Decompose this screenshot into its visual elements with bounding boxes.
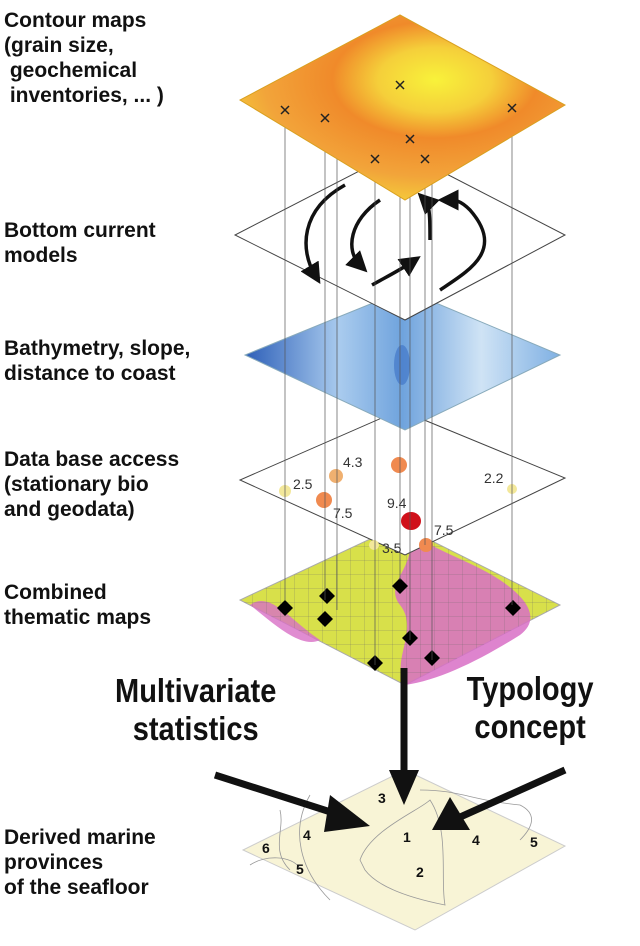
- station-value: 9.4: [387, 495, 407, 511]
- method-arrows: [213, 668, 567, 832]
- contour-layer: [238, 14, 567, 201]
- province-numbers: 3 1 4 6 5 4 5 2: [262, 790, 538, 880]
- derived-provinces-layer: 3 1 4 6 5 4 5 2: [241, 769, 567, 931]
- label-database-access: Data base access (stationary bio and geo…: [4, 448, 180, 521]
- province-number: 4: [303, 827, 311, 843]
- province-number: 2: [416, 864, 424, 880]
- label-multivariate-statistics: Multivariate statistics: [115, 672, 277, 747]
- bathymetry-layer: [243, 289, 562, 431]
- province-number: 5: [296, 861, 304, 877]
- station-value: 7.5: [333, 505, 353, 521]
- label-contour-maps: Contour maps (grain size, geochemical in…: [4, 9, 164, 107]
- combined-markers: [277, 578, 521, 671]
- station-value: 4.3: [343, 454, 363, 470]
- province-number: 3: [378, 790, 386, 806]
- station-value: 2.2: [484, 470, 504, 486]
- sample-markers: [280, 80, 517, 164]
- label-combined-maps: Combined thematic maps: [4, 581, 152, 629]
- station-value: 3.5: [382, 540, 402, 556]
- label-bathymetry: Bathymetry, slope, distance to coast: [4, 337, 191, 385]
- combined-thematic-layer: [238, 524, 562, 686]
- province-number: 1: [403, 829, 411, 845]
- province-number: 6: [262, 840, 270, 856]
- province-number: 4: [472, 832, 480, 848]
- label-typology-concept: Typology concept: [466, 670, 594, 745]
- label-bottom-current: Bottom current models: [4, 219, 156, 267]
- label-derived-provinces: Derived marine provinces of the seafloor: [4, 826, 156, 899]
- station-value: 2.5: [293, 476, 313, 492]
- database-layer: 2.5 4.3 7.5 9.4 7.5 3.5 2.2: [238, 409, 567, 556]
- station-value: 7.5: [434, 522, 454, 538]
- station-drop-lines: [284, 85, 513, 665]
- province-number: 5: [530, 834, 538, 850]
